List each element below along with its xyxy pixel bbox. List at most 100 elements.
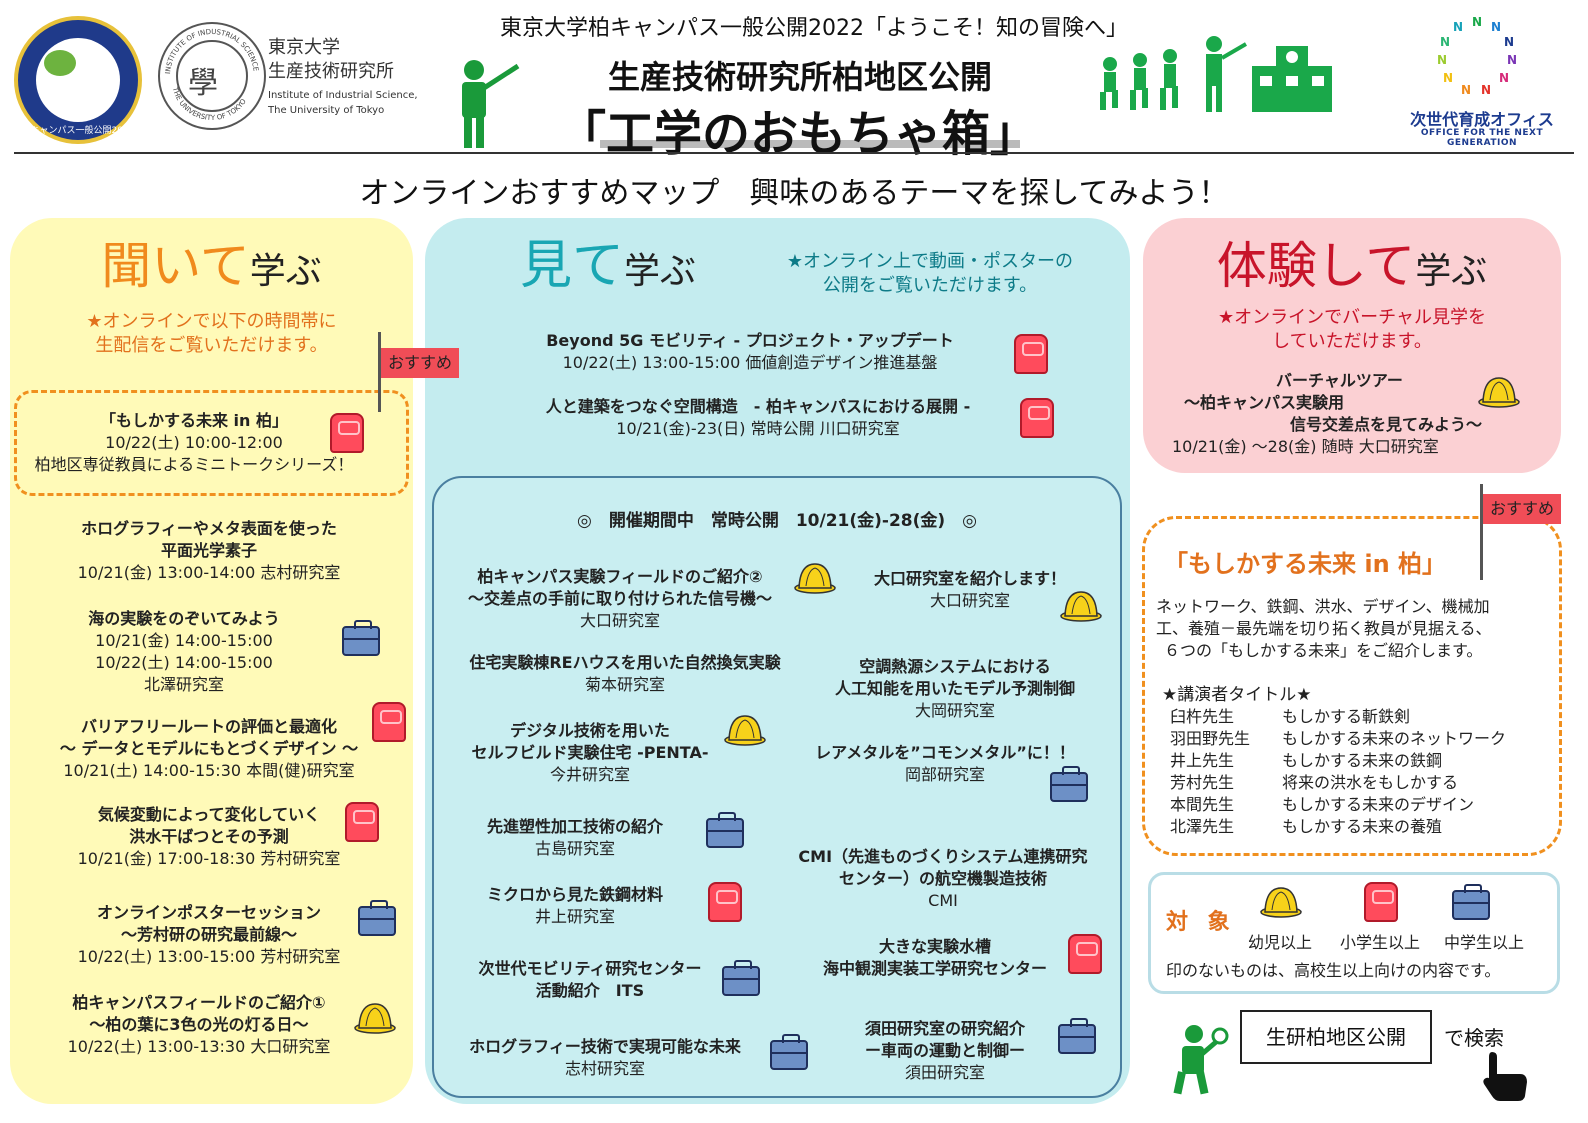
future-talk-description: ネットワーク、鉄鋼、洪水、デザイン、機械加 工、養殖－最先端を切り拓く教員が見据… — [1156, 597, 1492, 660]
svg-text:N: N — [1504, 35, 1514, 49]
briefcase-icon — [1050, 766, 1088, 802]
svg-text:N: N — [1507, 53, 1517, 67]
svg-text:THE UNIVERSITY OF TOKYO: THE UNIVERSITY OF TOKYO — [171, 85, 249, 122]
svg-text:N: N — [1472, 15, 1482, 29]
recommend-flag: おすすめ — [381, 348, 459, 378]
legend-label: 対 象 — [1166, 910, 1236, 935]
event-banner: 東京大学柏キャンパス一般公開2022「ようこそ！知の冒険へ」 — [500, 16, 1128, 41]
exhibit-item[interactable]: 先進塑性加工技術の紹介古島研究室 — [486, 817, 663, 858]
header-divider — [14, 152, 1574, 154]
iis-name-en: Institute of Industrial Science,The Univ… — [268, 90, 418, 116]
yellow-hat-icon — [724, 715, 766, 746]
briefcase-icon — [706, 812, 744, 848]
yellow-hat-icon — [1060, 591, 1102, 622]
briefcase-icon — [358, 900, 396, 936]
yellow-hat-icon — [794, 563, 836, 594]
svg-text:N: N — [1453, 20, 1463, 34]
exhibit-item[interactable]: 空調熱源システムにおける人工知能を用いたモデル予測制御大岡研究室 — [834, 657, 1075, 720]
briefcase-icon — [342, 620, 380, 656]
legend-age-kindergarten: 幼児以上 — [1248, 933, 1313, 952]
search-keyword-box[interactable]: 生研柏地区公開 — [1240, 1010, 1432, 1064]
yellow-hat-icon — [1260, 887, 1302, 918]
svg-text:N: N — [1443, 71, 1453, 85]
exhibit-item[interactable]: レアメタルを”コモンメタル”に！！岡部研究室 — [815, 743, 1075, 784]
exhibit-item[interactable]: 次世代モビリティ研究センター活動紹介 ITS — [478, 959, 702, 1000]
svg-text:N: N — [1499, 71, 1509, 85]
searching-person-icon — [1173, 1025, 1229, 1095]
campus-mascot-logo: 柏キャンパス一般公開2021 — [14, 16, 142, 144]
yellow-hat-icon — [354, 1003, 396, 1034]
yellow-hat-icon — [1478, 377, 1520, 408]
listen-item[interactable]: ホログラフィーやメタ表面を使った平面光学素子 10/21(金) 13:00-14… — [77, 519, 341, 582]
nextgen-office-name: 次世代育成オフィス — [1410, 110, 1554, 129]
exhibit-item[interactable]: 柏キャンパス実験フィールドのご紹介②～交差点の手前に取り付けられた信号機～大口研… — [467, 567, 772, 630]
period-exhibits-box — [432, 476, 1122, 1098]
speakers-heading: ★講演者タイトル★ — [1162, 685, 1312, 705]
title-underline — [600, 140, 1020, 148]
experience-learn-panel — [1143, 218, 1561, 473]
nextgen-office-logo: N N N N N N N N N N N — [1437, 15, 1517, 97]
listen-item[interactable]: 気候変動によって変化していく洪水干ばつとその予測 10/21(金) 17:00-… — [77, 805, 341, 868]
svg-text:N: N — [1437, 53, 1447, 67]
exhibit-item[interactable]: デジタル技術を用いたセルフビルド実験住宅 -PENTA-今井研究室 — [471, 721, 709, 784]
randoseru-icon — [372, 702, 406, 742]
period-heading: ◎ 開催期間中 常時公開 10/21(金)-28(金) ◎ — [577, 511, 977, 531]
flag-pole — [378, 332, 381, 412]
listen-notice: ★オンラインで以下の時間帯に生配信をご覧いただけます。 — [86, 311, 337, 356]
briefcase-icon — [1058, 1018, 1096, 1054]
svg-text:N: N — [1481, 83, 1491, 97]
randoseru-icon — [330, 413, 364, 453]
legend-age-junior-high: 中学生以上 — [1444, 933, 1525, 952]
listen-item[interactable]: バリアフリールートの評価と最適化～ データとモデルにもとづくデザイン ～ 10/… — [59, 717, 359, 780]
randoseru-icon — [1014, 334, 1048, 374]
briefcase-icon — [1452, 884, 1490, 920]
exhibit-item[interactable]: ホログラフィー技術で実現可能な未来志村研究室 — [469, 1037, 741, 1078]
experience-notice: ★オンラインでバーチャル見学をしていただけます。 — [1218, 307, 1486, 352]
watch-item[interactable]: 人と建築をつなぐ空間構造 - 柏キャンパスにおける展開 -10/21(金)-23… — [545, 397, 971, 438]
listen-learn-heading: 聞いて学ぶ — [101, 237, 322, 295]
virtual-tour-item[interactable]: バーチャルツアー ～柏キャンパス実験用 信号交差点を見てみよう～ 10/21(金… — [1172, 371, 1483, 456]
exhibit-item[interactable]: ミクロから見た鉄鋼材料井上研究室 — [486, 885, 663, 926]
iis-name-jp: 東京大学生産技術研究所 — [268, 37, 394, 82]
svg-text:N: N — [1461, 83, 1471, 97]
nextgen-office-name-en: OFFICE FOR THE NEXT GENERATION — [1420, 128, 1544, 148]
briefcase-icon — [770, 1034, 808, 1070]
briefcase-icon — [722, 960, 760, 996]
randoseru-icon — [1020, 398, 1054, 438]
page-subtitle: オンラインおすすめマップ 興味のあるテーマを探してみよう！ — [359, 176, 1229, 211]
people-school-icon — [1100, 36, 1332, 112]
exhibit-item[interactable]: 大口研究室を紹介します！大口研究室 — [873, 569, 1066, 610]
future-talk-box — [1142, 516, 1562, 856]
listen-item[interactable]: 柏キャンパスフィールドのご紹介①～柏の葉に3色の光の灯る日～ 10/22(土) … — [67, 993, 331, 1056]
speakers-list: 臼杵先生もしかする斬鉄剣 羽田野先生もしかする未来のネットワーク 井上先生もしか… — [1170, 707, 1507, 836]
iis-seal-logo: 學 INSTITUTE OF INDUSTRIAL SCIENCE THE UN… — [158, 22, 266, 130]
search-instruction: で検索 — [1444, 1026, 1504, 1050]
listen-learn-panel — [10, 218, 413, 1104]
experience-learn-heading: 体験して学ぶ — [1216, 237, 1488, 295]
future-talk-title[interactable]: 「もしかする未来 in 柏」 — [1164, 550, 1447, 578]
featured-talk-text: 「もしかする未来 in 柏」 10/22(土) 10:00-12:00 柏地区専… — [34, 411, 354, 474]
exhibit-item[interactable]: 住宅実験棟REハウスを用いた自然換気実験菊本研究室 — [469, 653, 781, 694]
svg-text:N: N — [1440, 35, 1450, 49]
flag-pole — [1480, 484, 1483, 580]
watch-learn-heading: 見て学ぶ — [520, 236, 697, 296]
teacher-icon — [462, 60, 520, 148]
listen-item[interactable]: オンラインポスターセッション～芳村研の研究最前線～ 10/22(土) 13:00… — [77, 903, 341, 966]
legend-age-elementary: 小学生以上 — [1340, 933, 1421, 952]
randoseru-icon — [1364, 882, 1398, 922]
program-subtitle: 生産技術研究所柏地区公開 — [607, 58, 992, 96]
target-legend — [1148, 872, 1560, 994]
pointing-hand-icon — [1483, 1052, 1527, 1101]
legend-note: 印のないものは、高校生以上向けの内容です。 — [1166, 961, 1501, 980]
exhibit-item[interactable]: 須田研究室の研究紹介ー車両の運動と制御ー須田研究室 — [864, 1019, 1025, 1082]
recommend-flag: おすすめ — [1483, 494, 1561, 524]
randoseru-icon — [1068, 934, 1102, 974]
randoseru-icon — [708, 882, 742, 922]
featured-talk-box[interactable] — [14, 390, 409, 496]
randoseru-icon — [345, 802, 379, 842]
svg-text:N: N — [1491, 20, 1501, 34]
exhibit-item[interactable]: 大きな実験水槽海中観測実装工学研究センター — [822, 937, 1047, 978]
